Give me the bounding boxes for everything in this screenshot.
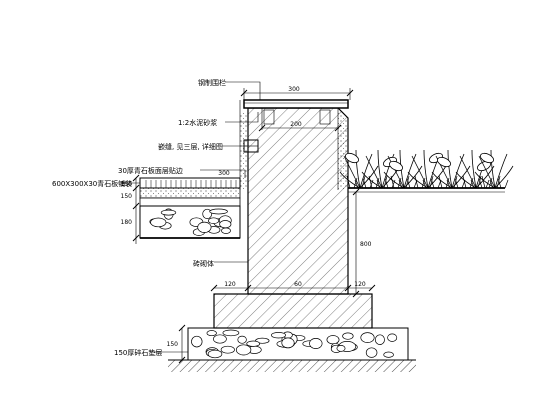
gravel-stone xyxy=(191,335,203,348)
wall-body xyxy=(247,107,349,295)
leader-lines xyxy=(118,81,261,353)
dim-step: 300 xyxy=(218,170,230,177)
gravel-stone xyxy=(246,340,261,347)
left-gravel-stones xyxy=(149,208,232,236)
dim-top-width: 300 xyxy=(288,86,300,93)
label-base-gravel: 150厚碎石垫层 xyxy=(114,348,162,357)
dim-wall-height: 800 xyxy=(360,241,372,248)
gravel-stone xyxy=(271,332,286,339)
dim-footing-left: 120 xyxy=(224,281,236,288)
gravel-stone xyxy=(365,347,378,358)
dim-left-a: 150 xyxy=(121,181,133,188)
label-top-plaster: 1:2水泥砂浆 xyxy=(178,118,217,127)
gravel-stone xyxy=(374,334,385,345)
dimension-lines xyxy=(132,88,376,364)
gravel-base xyxy=(187,327,409,361)
label-paving-spec: 600X300X30青石板铺装 xyxy=(52,179,132,188)
gravel-stone xyxy=(281,337,295,349)
gravel-stone xyxy=(221,227,231,234)
gravel-stone xyxy=(150,217,167,228)
label-cap-finish: 钢制围栏 xyxy=(198,78,226,87)
gravel-stone xyxy=(219,220,232,229)
shrub xyxy=(383,149,423,189)
gravel-stone xyxy=(360,332,375,343)
shrub xyxy=(407,149,447,189)
gravel-stone xyxy=(209,208,228,215)
shrub xyxy=(474,149,514,189)
footing xyxy=(213,293,373,329)
gravel-stone xyxy=(208,217,220,224)
gravel-stone xyxy=(207,349,223,359)
dim-footing-mid: 60 xyxy=(294,281,302,288)
gravel-stone xyxy=(326,335,340,345)
label-paving-note: 30厚青石板面层贴边 xyxy=(118,166,183,175)
left-paving xyxy=(139,177,241,239)
gravel-stone xyxy=(222,329,240,337)
gravel-stone xyxy=(383,351,394,358)
dim-left-c: 180 xyxy=(121,219,133,226)
paving-joints xyxy=(145,180,237,188)
gravel-stone xyxy=(220,345,235,354)
gravel-stone xyxy=(342,332,354,340)
gravel-stone xyxy=(197,221,212,233)
label-joint-detail: 嵌缝, 见三层, 详细图 xyxy=(158,142,223,151)
dim-inner-width: 200 xyxy=(290,121,302,128)
gravel-stone xyxy=(387,333,398,342)
gravel-stones xyxy=(191,329,398,359)
label-wall-body: 砖砌体 xyxy=(193,259,214,268)
shrub xyxy=(339,149,379,189)
gravel-stone xyxy=(309,338,323,349)
gravel-stone xyxy=(160,209,177,216)
gravel-stone xyxy=(206,330,217,337)
annotations: 钢制围栏 1:2水泥砂浆 嵌缝, 见三层, 详细图 30厚青石板面层贴边 600… xyxy=(52,78,372,357)
gravel-stone xyxy=(235,344,252,356)
gravel-stone xyxy=(213,334,227,344)
gravel-stone xyxy=(237,335,247,344)
dim-base-depth: 150 xyxy=(167,341,179,348)
shrub-planting xyxy=(339,149,514,189)
bottom-ground xyxy=(168,359,416,372)
right-soil xyxy=(339,149,514,193)
gravel-stone xyxy=(336,345,346,352)
dim-footing-right: 120 xyxy=(354,281,366,288)
dim-left-b: 150 xyxy=(121,193,133,200)
shrub xyxy=(431,149,471,189)
